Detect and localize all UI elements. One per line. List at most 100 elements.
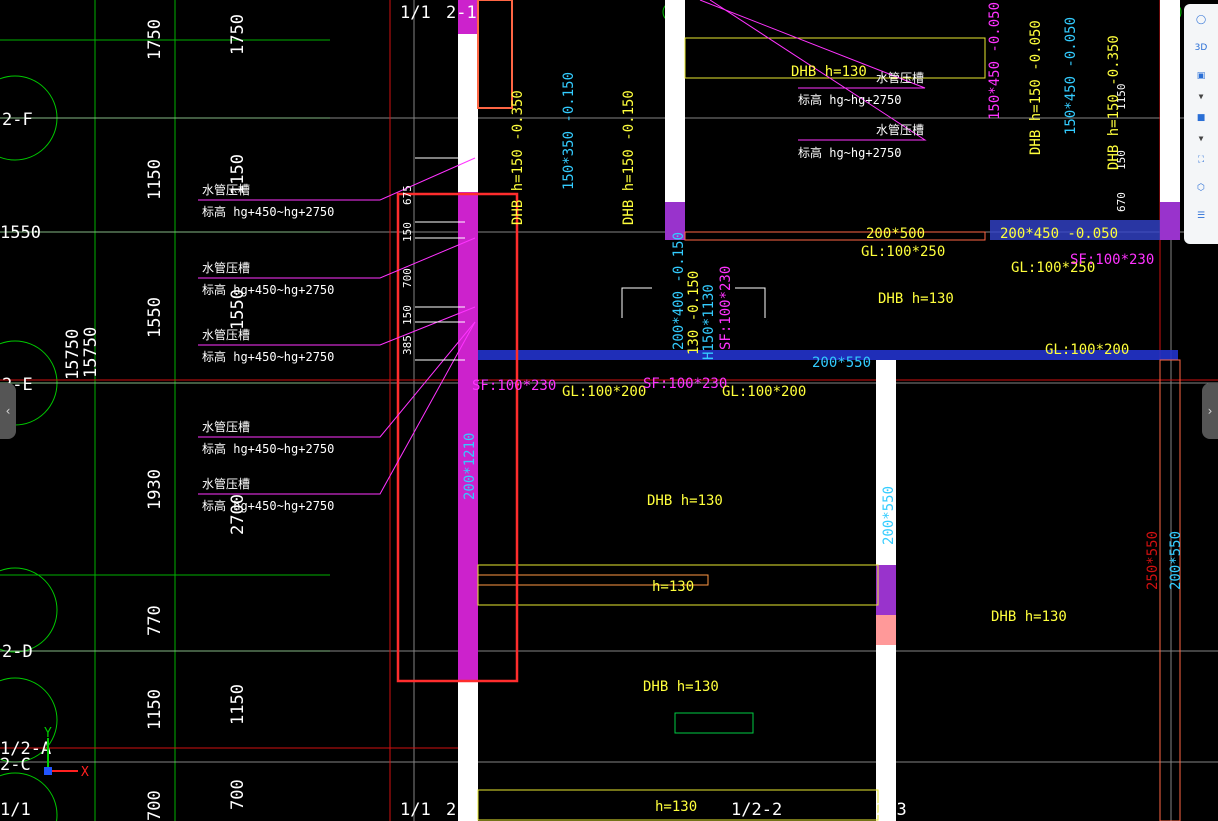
axis-2d: 2-D xyxy=(2,642,33,662)
label-dhb130-b: DHB h=130 xyxy=(878,291,954,307)
sdim-675: 675 xyxy=(401,185,414,205)
label-gl100250-b: GL:100*250 xyxy=(1011,260,1095,276)
dim-1750: 1750 xyxy=(145,19,165,60)
list-settings-icon[interactable]: ☰ xyxy=(1196,211,1206,221)
chevron-down-icon-2[interactable]: ▼ xyxy=(1198,134,1204,143)
label-250x550: 250*550 xyxy=(1145,531,1161,590)
annotation-elev-4: 标高 hg+450~hg+2750 xyxy=(202,441,334,456)
dim-1150-right: 1150 xyxy=(1115,84,1128,111)
bottom-axis-1-2-2: 1/2-2 xyxy=(731,800,782,820)
cube-view-icon[interactable]: ▣ xyxy=(1196,71,1206,81)
dim2-700: 700 xyxy=(228,779,248,810)
ucs-x-label: X xyxy=(81,765,89,780)
label-h130-a: h=130 xyxy=(652,579,694,595)
label-gl100200-b: GL:100*200 xyxy=(562,384,646,400)
sdim-150b: 150 xyxy=(401,305,414,325)
slab-outlines xyxy=(477,37,986,821)
left-dimensions: 1750 1150 1550 1930 770 1150 700 1750 11… xyxy=(63,14,248,821)
label-sf100230-b: SF:100*230 xyxy=(718,266,734,350)
annotation-elev-1: 标高 hg+450~hg+2750 xyxy=(202,204,334,219)
label-h130-b: h=130 xyxy=(655,799,697,815)
pipe-annotations: 水管压槽 标高 hg+450~hg+2750 水管压槽 标高 hg+450~hg… xyxy=(202,70,924,513)
axis-1-1: 1/1 xyxy=(0,800,31,820)
bottom-axis-2-1: 2-1 xyxy=(446,800,477,820)
label-dhb150-c: DHB h=150 -0.050 xyxy=(1028,20,1044,155)
label-dhb150-a: DHB h=150 -0.350 xyxy=(510,90,526,225)
label-200x550-c: 200*550 xyxy=(1168,531,1184,590)
label-col200x1210: 200*1210 xyxy=(462,433,478,500)
label-130: 130 -0.150 xyxy=(686,271,702,355)
top-annotation-title-2: 水管压槽 xyxy=(876,122,924,137)
dim-1150b: 1150 xyxy=(145,689,165,730)
label-sf100230-a: SF:100*230 xyxy=(1070,252,1154,268)
top-annotation-title-1: 水管压槽 xyxy=(876,70,924,85)
annotation-elev-2: 标高 hg+450~hg+2750 xyxy=(202,282,334,297)
annotation-title-4: 水管压槽 xyxy=(202,419,250,434)
label-dhb130-c: DHB h=130 xyxy=(647,493,723,509)
axis-1550: 1550 xyxy=(0,223,41,243)
label-200x450: 200*450 -0.050 xyxy=(1000,226,1118,242)
box-view-icon[interactable]: ⬡ xyxy=(1197,183,1205,193)
dim2-1550: 1550 xyxy=(228,289,248,330)
view-3d-label: 3D xyxy=(1194,43,1208,53)
fullscreen-icon[interactable]: ⛶ xyxy=(1197,155,1205,165)
label-200x550-b: 200*550 xyxy=(881,486,897,545)
bottom-axis-2-3: 2-3 xyxy=(876,800,907,820)
total-dim-b: 15750 xyxy=(81,327,101,378)
total-dim-a: 15750 xyxy=(63,329,83,380)
orbit-icon[interactable]: ◯ xyxy=(1195,15,1207,25)
label-h150x1130: H150*1130 xyxy=(701,284,717,360)
label-200x550-a: 200*550 xyxy=(812,355,871,371)
dim2-2700: 2700 xyxy=(228,494,248,535)
label-v150450b: 150*450 -0.050 xyxy=(1063,17,1079,135)
label-gl100200-c: GL:100*200 xyxy=(722,384,806,400)
chevron-left-icon: ‹ xyxy=(5,404,11,418)
next-panel-button[interactable]: › xyxy=(1202,383,1218,439)
drawing-labels: DHB h=150 -0.350 150*350 -0.150 DHB h=15… xyxy=(462,2,1184,815)
ucs-icon: Y X xyxy=(44,726,89,780)
dim-670-right: 670 xyxy=(1115,192,1128,212)
annotation-elev-5: 标高 hg+450~hg+2750 xyxy=(202,498,334,513)
ucs-y-label: Y xyxy=(44,726,52,741)
label-sf100230-d: SF:100*230 xyxy=(643,376,727,392)
label-sf100230-c: SF:100*230 xyxy=(472,378,556,394)
dim2-1750: 1750 xyxy=(228,14,248,55)
view-toolbar: ◯ 3D ▣ ▼ ■ ▼ ⛶ ⬡ ☰ xyxy=(1184,4,1218,244)
chevron-right-icon: › xyxy=(1207,404,1213,418)
label-v150450: 150*450 -0.050 xyxy=(987,2,1003,120)
chevron-down-icon[interactable]: ▼ xyxy=(1198,92,1204,101)
view-3d-button[interactable]: 3D xyxy=(1189,36,1213,60)
label-dhb130-d: DHB h=130 xyxy=(991,609,1067,625)
annotation-title-2: 水管压槽 xyxy=(202,260,250,275)
label-200x500: 200*500 xyxy=(866,226,925,242)
top-annotation-elev-2: 标高 hg~hg+2750 xyxy=(798,145,901,160)
bottom-axis-1-1: 1/1 xyxy=(400,800,431,820)
label-dhb130-a: DHB h=130 xyxy=(791,64,867,80)
solid-cube-icon[interactable]: ■ xyxy=(1196,113,1206,123)
walls xyxy=(458,0,1181,821)
top-axis-2-1: 2-1 xyxy=(446,3,477,23)
axis-2f: 2-F xyxy=(2,110,33,130)
dim-770: 770 xyxy=(145,605,165,636)
dim2-1150: 1150 xyxy=(228,154,248,195)
annotation-title-3: 水管压槽 xyxy=(202,327,250,342)
section-markers xyxy=(621,287,766,318)
label-gl100200-a: GL:100*200 xyxy=(1045,342,1129,358)
sdim-700: 700 xyxy=(401,268,414,288)
label-beam150350: 150*350 -0.150 xyxy=(561,72,577,190)
prev-panel-button[interactable]: ‹ xyxy=(0,383,16,439)
sdim-385: 385 xyxy=(401,335,414,355)
label-200x400: 200*400 -0.150 xyxy=(671,232,687,350)
dim2-1150: 1150 xyxy=(228,684,248,725)
dim-1930: 1930 xyxy=(145,469,165,510)
label-gl100250-a: GL:100*250 xyxy=(861,244,945,260)
selection-rectangle[interactable] xyxy=(396,192,519,683)
axis-12a: 1/2-A xyxy=(0,739,51,759)
axis-labels: 2-F 1550 2-E 2-D 1/2-A 2-C 1/1 1/1 2-1 1… xyxy=(0,3,907,820)
axis-2c: 2-C xyxy=(0,755,31,775)
sdim-150: 150 xyxy=(401,222,414,242)
top-axis-1-1: 1/1 xyxy=(400,3,431,23)
dimension-ticks xyxy=(415,157,465,361)
